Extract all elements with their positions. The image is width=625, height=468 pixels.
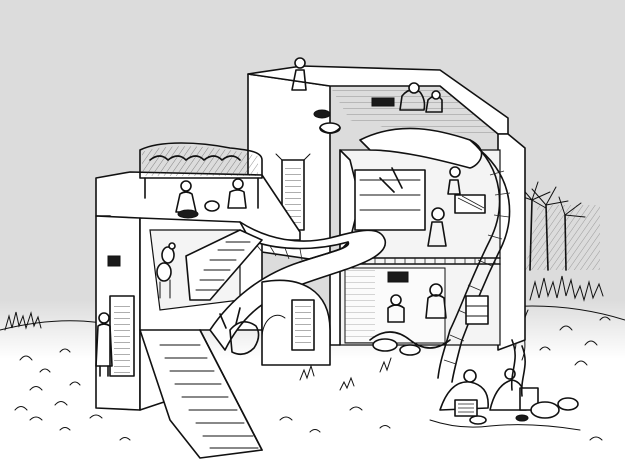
front-doorway — [95, 295, 135, 377]
rooftop-pots — [313, 109, 341, 134]
internal-staircase — [359, 127, 511, 383]
upper-interior-room — [354, 166, 486, 247]
lower-interior-room — [344, 267, 489, 356]
front-staircase — [139, 329, 263, 459]
grass-left — [4, 311, 81, 411]
small-window — [107, 255, 121, 267]
palm-trees — [513, 181, 600, 271]
wall-jars — [156, 242, 176, 299]
outer-winding-stairs — [185, 221, 386, 351]
courtyard-interior — [219, 279, 331, 366]
ground-texture — [29, 357, 603, 441]
foreground-figures — [429, 339, 581, 431]
terrace-canopy — [139, 142, 263, 209]
terrace-people — [175, 178, 247, 219]
rooftop-people — [291, 57, 443, 113]
